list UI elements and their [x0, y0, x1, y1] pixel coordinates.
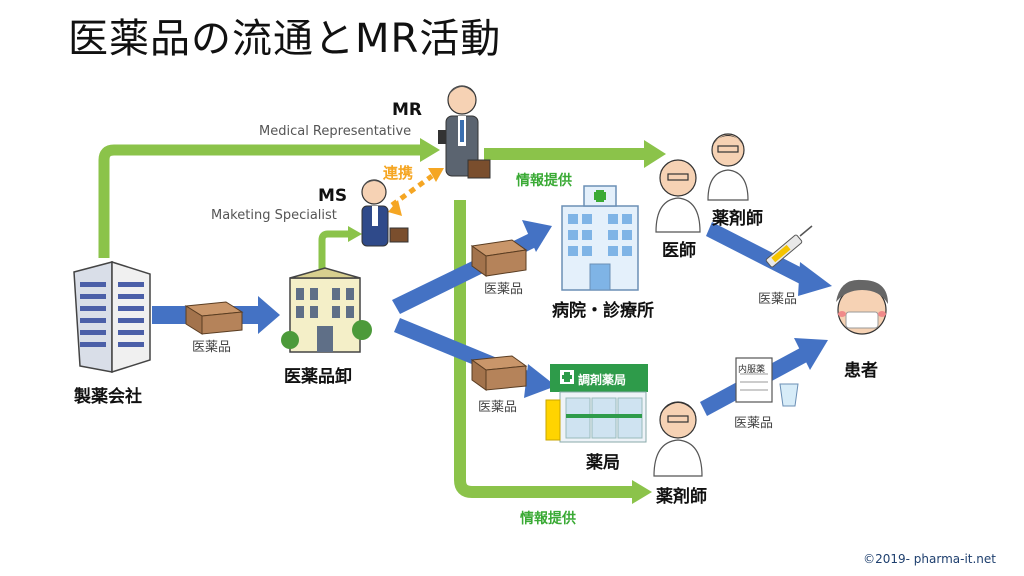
box-icon-3	[470, 355, 528, 391]
wholesaler-building-icon	[281, 267, 372, 353]
green-arrow-to-mr	[98, 144, 420, 258]
medicine-bag-icon	[735, 357, 773, 403]
naifukuyaku-label: 内服薬	[738, 365, 766, 375]
green-arrow-to-pharmacist	[454, 200, 632, 498]
ms-person-icon	[361, 179, 409, 247]
pharmacist-bottom-label: 薬剤師	[656, 487, 707, 507]
mr-person-icon	[438, 85, 491, 179]
mr-sub-label: Medical Representative	[259, 124, 412, 139]
ms-label: MS	[318, 186, 348, 206]
renkei-dotted-line	[390, 173, 434, 208]
medicine-label-2: 医薬品	[484, 282, 524, 297]
box-icon-2	[470, 239, 528, 277]
wholesaler-label: 医薬品卸	[284, 367, 352, 387]
pharmacy-sign-label: 調剤薬局	[578, 373, 627, 387]
green-arrow-to-ms-head	[348, 226, 362, 242]
green-arrow-to-pharmacist-head	[632, 480, 652, 504]
copyright-text: ©2019- pharma-it.net	[863, 552, 996, 566]
medicine-label-1: 医薬品	[192, 340, 232, 355]
blue-arrow-to-pharmacy-head	[524, 364, 556, 398]
info-provide-label-bottom: 情報提供	[520, 511, 576, 527]
blue-arrow-manu-wholesale-head	[258, 296, 280, 334]
hospital-label: 病院・診療所	[552, 301, 654, 321]
pharmacist-top-person-icon	[707, 133, 749, 201]
doctor-label: 医師	[662, 241, 696, 261]
mr-label: MR	[392, 100, 423, 120]
medicine-label-5: 医薬品	[734, 416, 774, 431]
syringe-icon	[765, 225, 813, 268]
pharmacist-top-label: 薬剤師	[712, 209, 763, 229]
blue-arrow-pharmacist-patient-head	[794, 338, 828, 370]
medicine-label-4: 医薬品	[758, 292, 798, 307]
water-cup-icon	[779, 383, 799, 407]
green-arrow-to-mr-head	[420, 138, 440, 162]
pharmacy-label: 薬局	[586, 453, 620, 473]
green-arrow-to-ms	[318, 230, 348, 270]
ms-sub-label: Maketing Specialist	[211, 208, 337, 223]
pharmacist-bottom-person-icon	[653, 401, 703, 477]
manufacturer-building-icon	[73, 260, 151, 374]
blue-arrow-doctor-patient-head	[798, 262, 832, 296]
renkei-label: 連携	[383, 164, 414, 182]
renkei-arrow-head-up	[428, 168, 444, 182]
info-provide-label-top: 情報提供	[516, 173, 572, 189]
pharmacy-building-icon	[545, 364, 648, 443]
medicine-label-3: 医薬品	[478, 400, 518, 415]
hospital-building-icon	[561, 185, 639, 291]
patient-person-icon	[836, 279, 888, 335]
doctor-person-icon	[655, 159, 701, 233]
blue-arrow-doctor-patient	[706, 222, 810, 286]
renkei-arrow-head-down	[388, 200, 402, 216]
blue-arrow-to-hospital-head	[522, 220, 552, 252]
patient-label: 患者	[844, 361, 878, 381]
green-arrow-to-doctor	[484, 148, 644, 160]
green-arrow-to-doctor-head	[644, 140, 666, 168]
manufacturer-label: 製薬会社	[74, 387, 142, 407]
page-title: 医薬品の流通とMR活動	[68, 16, 502, 62]
box-icon-1	[184, 301, 244, 335]
